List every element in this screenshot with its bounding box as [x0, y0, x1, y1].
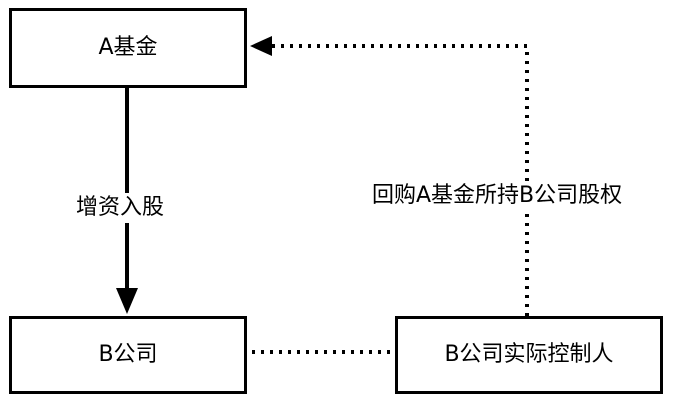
capital-increase-edge-label: 增资入股 — [74, 193, 167, 223]
buyback-edge-label: 回购A基金所持B公司股权 — [370, 181, 625, 211]
company-b-controller-node: B公司实际控制人 — [395, 316, 663, 394]
company-b-node: B公司 — [9, 316, 247, 394]
capital-increase-arrow-head — [116, 288, 138, 314]
fund-a-label: A基金 — [98, 35, 158, 60]
company-b-label: B公司 — [98, 342, 158, 367]
company-b-controller-label: B公司实际控制人 — [444, 342, 614, 367]
fund-a-node: A基金 — [9, 8, 247, 88]
buyback-arrow-head — [250, 36, 272, 56]
